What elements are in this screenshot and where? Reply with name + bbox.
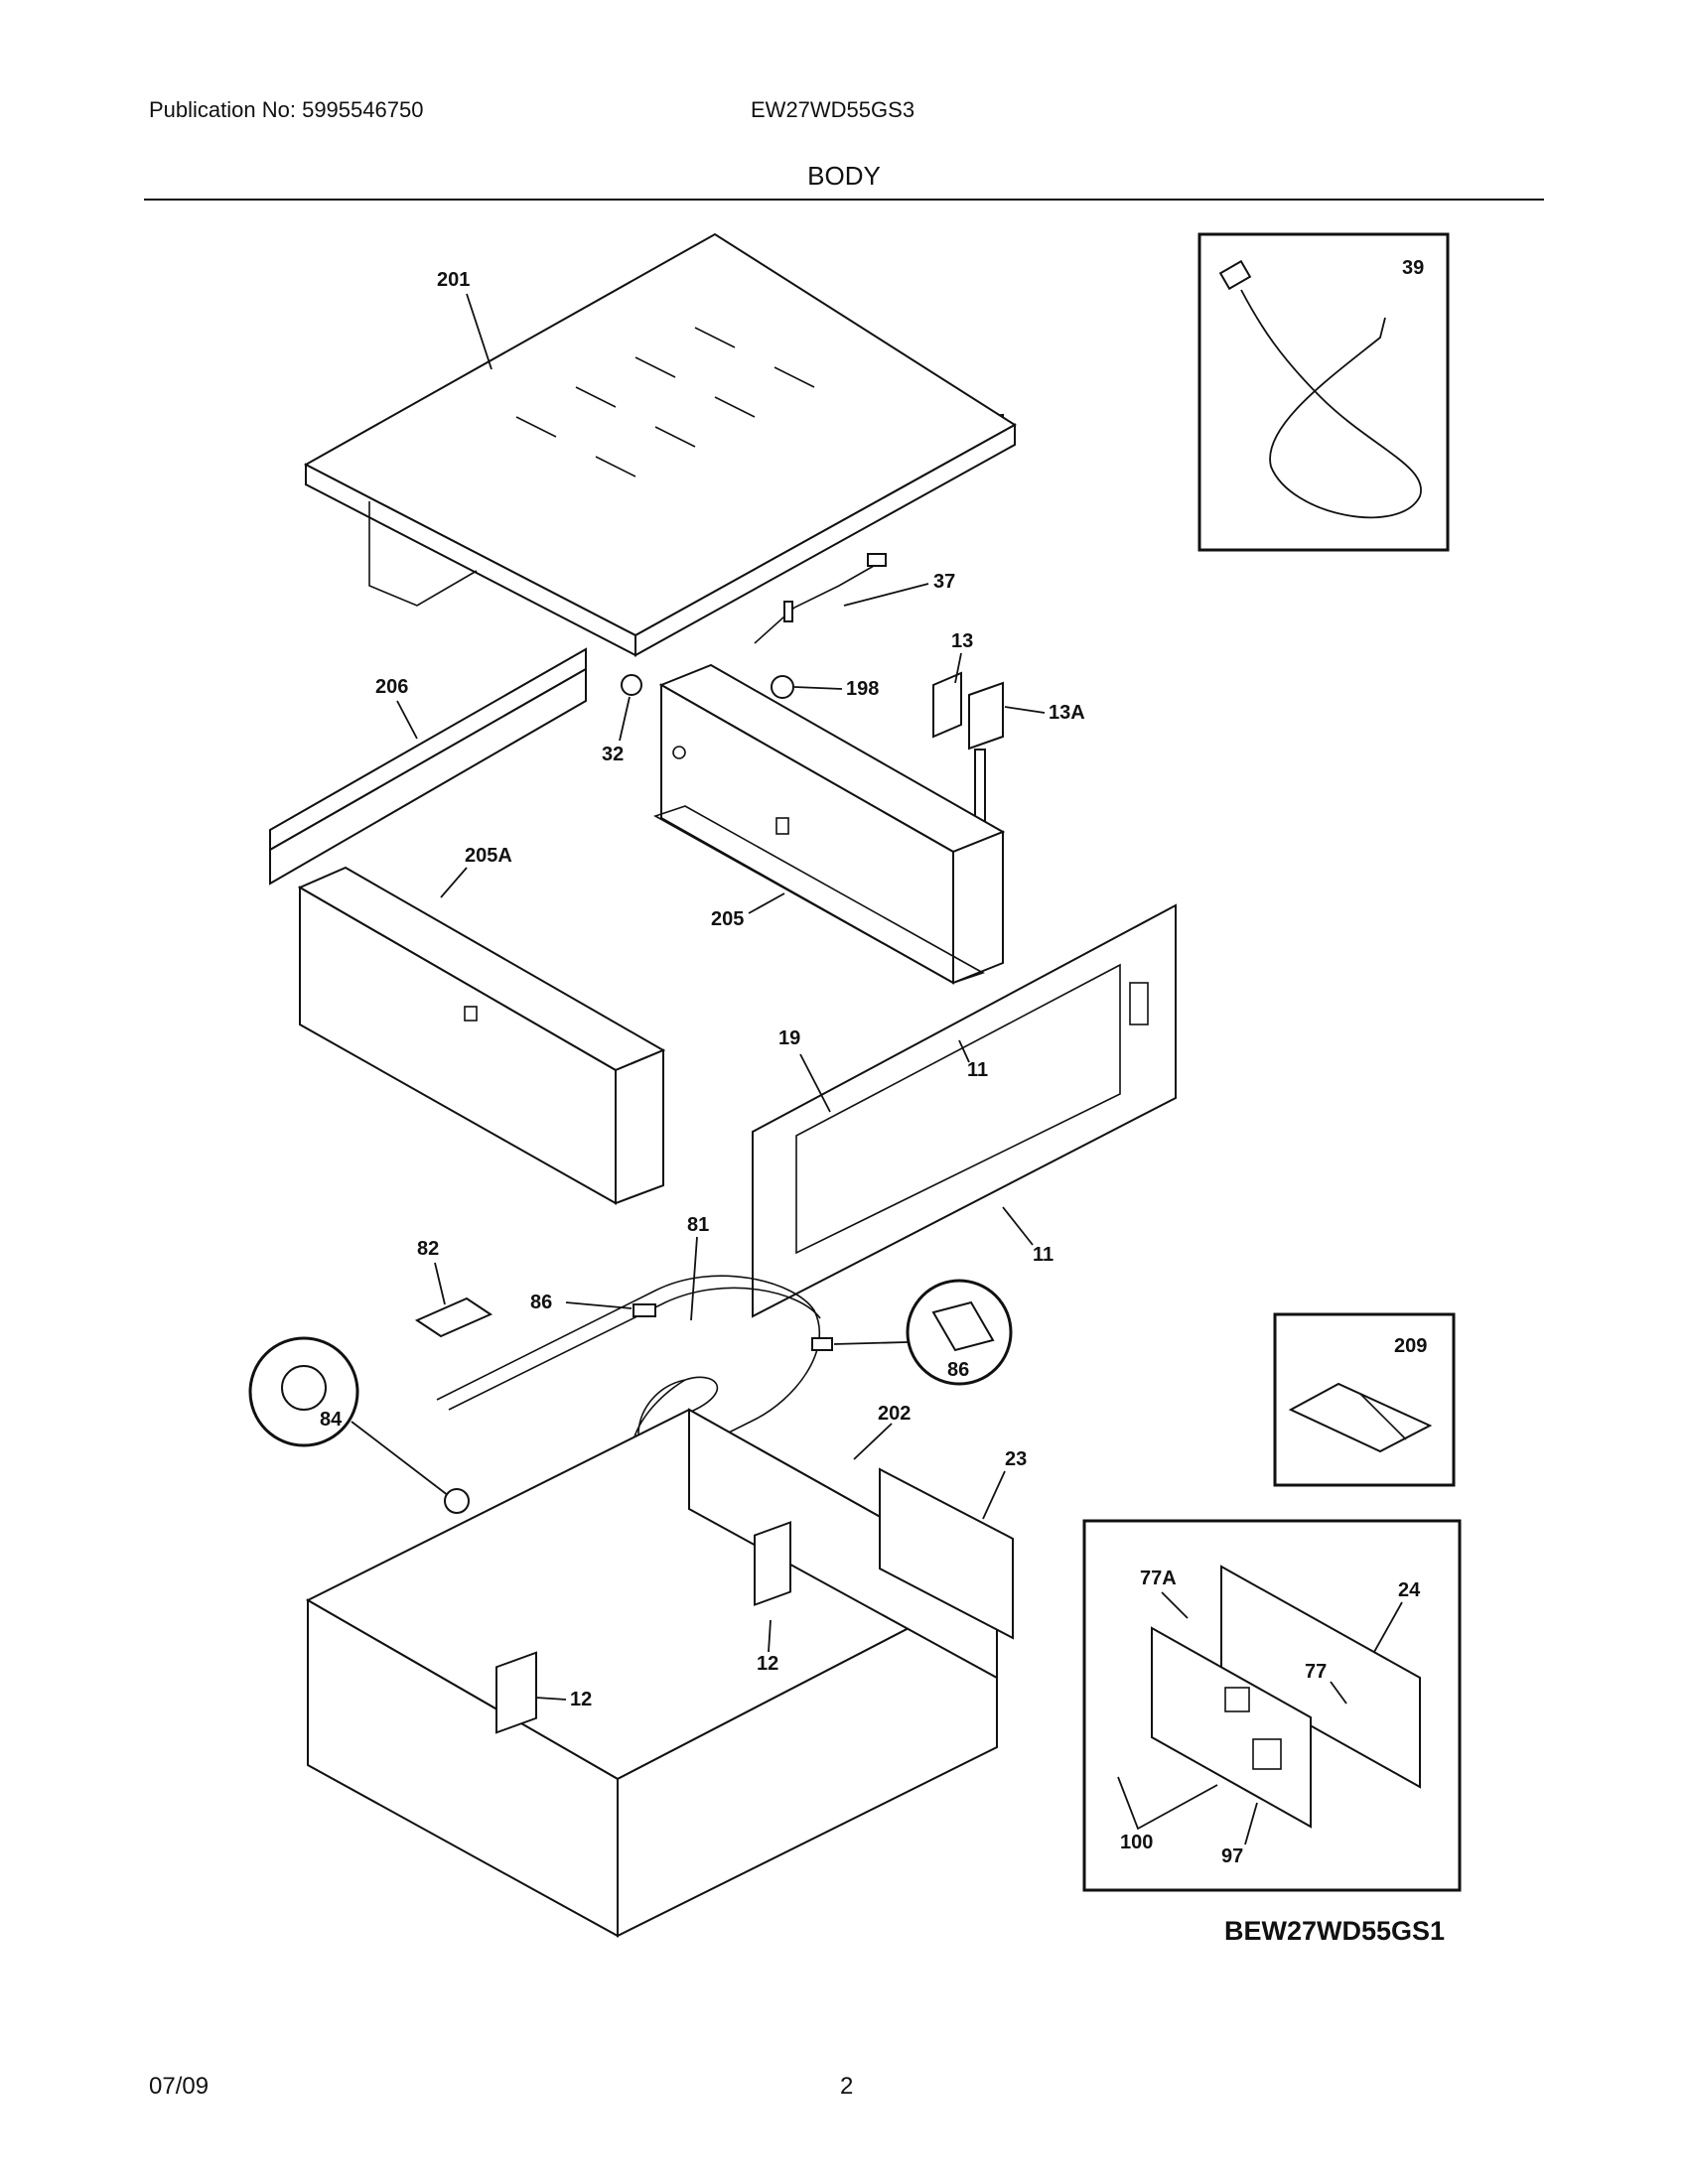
detail-84-thermostat bbox=[281, 1365, 327, 1411]
part-24-control-board bbox=[1151, 1565, 1421, 1829]
callout-201: 201 bbox=[437, 269, 470, 291]
callout-13: 13 bbox=[951, 630, 973, 652]
callout-12-rear: 12 bbox=[757, 1653, 778, 1675]
callout-77A: 77A bbox=[1140, 1568, 1177, 1589]
footer-date: 07/09 bbox=[149, 2073, 210, 2100]
callout-100: 100 bbox=[1120, 1832, 1153, 1853]
callout-86-upper: 86 bbox=[530, 1292, 552, 1313]
part-198-nut bbox=[771, 675, 794, 699]
part-39-power-cord bbox=[1218, 259, 1422, 519]
callout-13A: 13A bbox=[1049, 702, 1085, 724]
callout-206: 206 bbox=[375, 676, 408, 698]
callout-12-front: 12 bbox=[570, 1689, 592, 1710]
callout-198: 198 bbox=[846, 678, 879, 700]
callout-84: 84 bbox=[320, 1409, 343, 1431]
part-201-top-cover bbox=[303, 232, 1017, 657]
part-82-bracket bbox=[414, 1297, 493, 1338]
callout-11-lower: 11 bbox=[1033, 1244, 1054, 1266]
callout-11-upper: 11 bbox=[967, 1059, 988, 1081]
part-202-base-tub bbox=[305, 1408, 1014, 1938]
page-number: 2 bbox=[840, 2073, 854, 2100]
header-rule bbox=[144, 199, 1544, 201]
part-13-bracket bbox=[932, 671, 962, 739]
part-206-rail bbox=[269, 647, 587, 886]
diagram-code: BEW27WD55GS1 bbox=[1224, 1916, 1445, 1946]
part-37-sensor bbox=[754, 553, 887, 644]
part-86-clip-upper bbox=[633, 1303, 656, 1317]
part-205-panel-frame bbox=[653, 663, 1006, 985]
part-32-nut bbox=[621, 674, 642, 696]
part-84-thermostat bbox=[444, 1488, 470, 1514]
section-title: BODY bbox=[807, 161, 881, 191]
callout-205A: 205A bbox=[465, 845, 512, 867]
callout-202: 202 bbox=[878, 1403, 911, 1425]
callout-39: 39 bbox=[1402, 257, 1424, 279]
model-number: EW27WD55GS3 bbox=[751, 97, 915, 122]
part-19-front-panel bbox=[752, 903, 1177, 1318]
callout-77: 77 bbox=[1305, 1661, 1327, 1683]
part-12-insulation-front bbox=[495, 1651, 537, 1734]
callout-205: 205 bbox=[711, 908, 744, 930]
publication-number: Publication No: 5995546750 bbox=[149, 97, 424, 122]
part-209-insulation bbox=[1288, 1382, 1433, 1453]
part-86-clip-right bbox=[811, 1337, 833, 1351]
callout-24: 24 bbox=[1398, 1579, 1421, 1601]
part-205A-side-panel bbox=[297, 866, 666, 1205]
callout-81: 81 bbox=[687, 1214, 709, 1236]
inset-box-39 bbox=[1197, 232, 1450, 552]
callout-23: 23 bbox=[1005, 1448, 1027, 1470]
callout-32: 32 bbox=[602, 744, 624, 765]
detail-86-clip bbox=[931, 1300, 995, 1352]
callout-97: 97 bbox=[1221, 1845, 1243, 1867]
callout-86-detail: 86 bbox=[947, 1359, 969, 1381]
callout-209: 209 bbox=[1394, 1335, 1427, 1357]
callout-19: 19 bbox=[778, 1027, 800, 1049]
callout-37: 37 bbox=[933, 571, 955, 593]
callout-82: 82 bbox=[417, 1238, 439, 1260]
part-12-insulation-rear bbox=[754, 1521, 791, 1606]
